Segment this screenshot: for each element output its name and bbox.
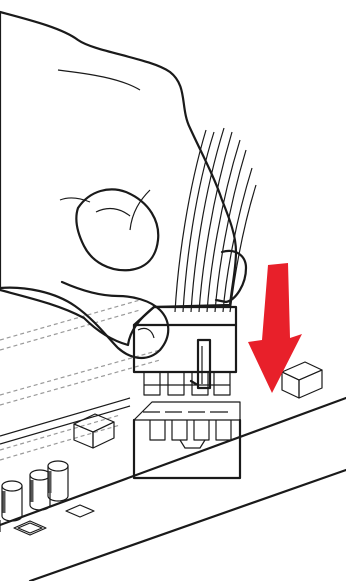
board-bottom-edge — [30, 470, 346, 581]
insertion-arrow — [248, 263, 302, 393]
chip-right — [282, 362, 322, 398]
socket-latch — [180, 440, 205, 448]
cpu-power-socket — [134, 402, 240, 478]
flat-chips — [14, 505, 94, 535]
power-plug — [134, 307, 236, 395]
chip-middle — [74, 414, 114, 448]
